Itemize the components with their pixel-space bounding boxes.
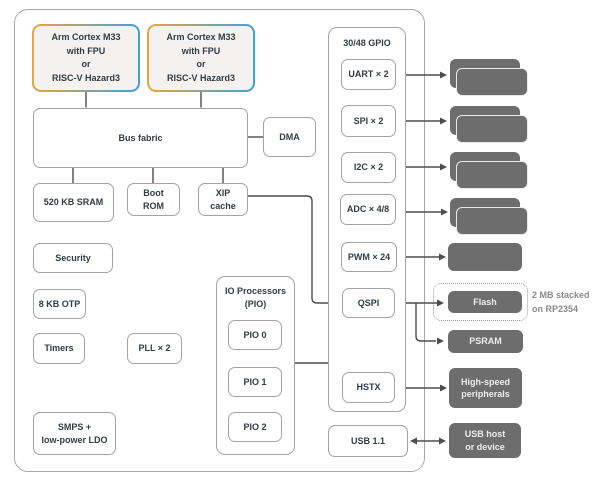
hstx-arrowhead-right (440, 384, 447, 392)
i2c-ext-stack-front (456, 161, 528, 189)
uart-arrowhead-right (440, 71, 447, 79)
bus-fabric-box: Bus fabric (33, 108, 248, 168)
qspi-box: QSPI (342, 288, 395, 318)
pio2-box: PIO 2 (228, 412, 282, 442)
spi-arrowhead-right (440, 117, 447, 125)
cpu-core-2-label: Arm Cortex M33 with FPU or RISC-V Hazard… (149, 26, 253, 90)
adc-arrowhead-right (441, 208, 448, 216)
gpio-section-title: 30/48 GPIO (343, 38, 391, 48)
flash-dotted-outline (433, 283, 528, 321)
flash-note: 2 MB stacked on RP2354 (532, 290, 590, 314)
i2c-box: I2C × 2 (341, 152, 396, 183)
smps-box: SMPS + low-power LDO (33, 412, 116, 455)
pwm-arrowhead-right (439, 253, 446, 261)
dma-box: DMA (263, 117, 316, 157)
spi-ext-stack-front (456, 115, 528, 143)
usb-arrowhead-right (439, 437, 446, 445)
xip-cache-box: XIP cache (198, 183, 248, 216)
high-speed-peripherals-box: High-speed peripherals (449, 368, 522, 408)
i2c-arrowhead-right (440, 163, 447, 171)
spi-box: SPI × 2 (341, 105, 396, 137)
pio0-box: PIO 0 (228, 320, 282, 350)
adc-box: ADC × 4/8 (340, 194, 396, 225)
pwm-ext-box (448, 243, 522, 271)
boot-rom-box: Boot ROM (127, 183, 180, 216)
uart-ext-stack-front (456, 68, 528, 96)
cpu-core-1-box: Arm Cortex M33 with FPU or RISC-V Hazard… (32, 24, 140, 92)
psram-arrowhead-right (437, 337, 444, 345)
cpu-core-2-box: Arm Cortex M33 with FPU or RISC-V Hazard… (147, 24, 255, 92)
pio1-box: PIO 1 (228, 367, 282, 397)
pwm-box: PWM × 24 (341, 242, 397, 272)
timers-box: Timers (33, 333, 85, 364)
adc-ext-stack-front (456, 207, 528, 235)
hstx-box: HSTX (342, 372, 395, 403)
pll-box: PLL × 2 (127, 333, 182, 364)
uart-box: UART × 2 (341, 59, 396, 90)
usb-host-box: USB host or device (449, 423, 521, 458)
cpu-core-1-label: Arm Cortex M33 with FPU or RISC-V Hazard… (34, 26, 138, 90)
sram-box: 520 KB SRAM (33, 183, 114, 222)
security-box: Security (33, 243, 113, 273)
flash-box: Flash (448, 291, 522, 313)
otp-box: 8 KB OTP (33, 289, 86, 319)
pio-section-title: IO Processors (PIO) (224, 286, 287, 310)
usb11-box: USB 1.1 (328, 425, 408, 457)
psram-box: PSRAM (448, 330, 523, 353)
